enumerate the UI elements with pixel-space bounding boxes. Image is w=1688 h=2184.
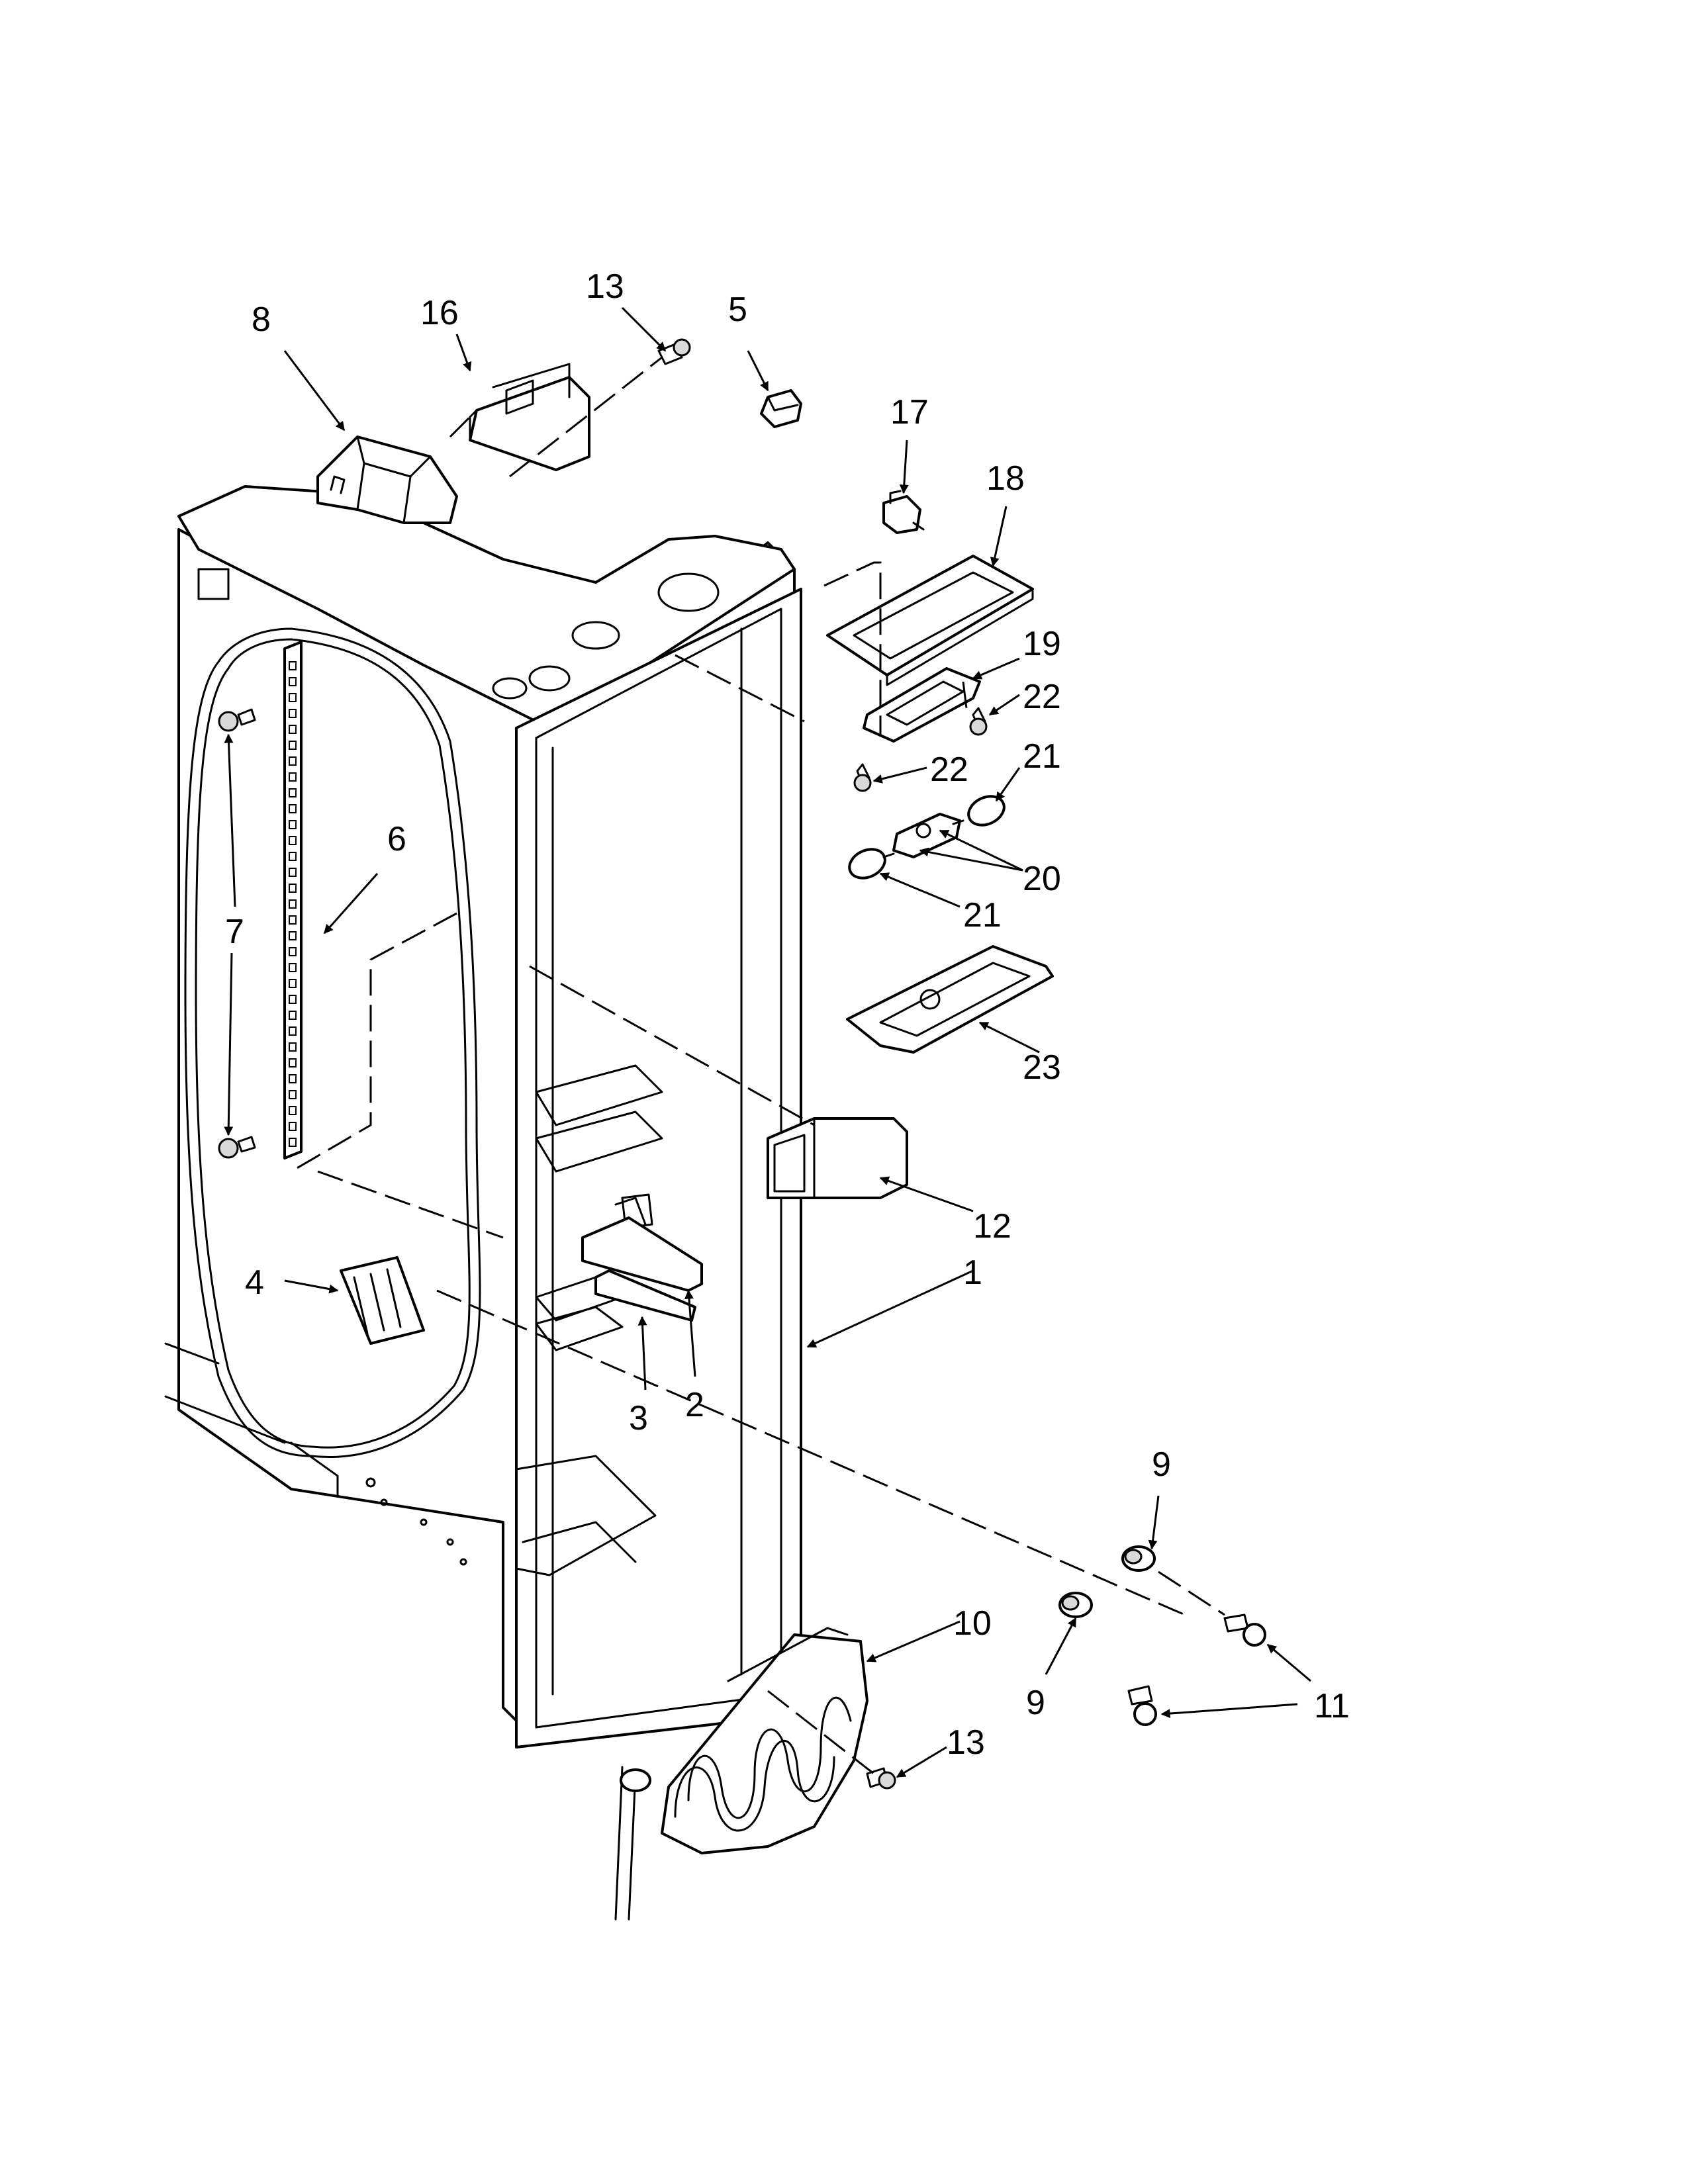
standard-slot [289, 1011, 297, 1020]
callout-23: 23 [1023, 1048, 1061, 1087]
standard-slot [289, 1058, 297, 1068]
shelf-standard [283, 641, 303, 1160]
standard-slot [289, 995, 297, 1004]
standard-slot [289, 693, 297, 702]
standard-slot [289, 1106, 297, 1115]
bracket [469, 363, 590, 471]
standard-slot [289, 1042, 297, 1052]
callout-10: 10 [953, 1604, 992, 1643]
standard-slot [289, 709, 297, 718]
callout-6: 6 [387, 820, 406, 858]
standard-slot [289, 979, 297, 988]
screw-7-lower [218, 1136, 256, 1159]
callout-20: 20 [1023, 860, 1061, 898]
callout-19: 19 [1023, 625, 1061, 663]
callout-4: 4 [245, 1263, 264, 1302]
light-cover [846, 945, 1054, 1054]
air-duct [767, 1117, 908, 1199]
bracket-3 [594, 1269, 696, 1322]
callout-leaders [224, 306, 1311, 1778]
standard-slot [289, 788, 297, 797]
standard-slot [289, 963, 297, 972]
callout-11: 11 [1314, 1687, 1350, 1725]
screw-22-left [853, 763, 872, 792]
callout-7: 7 [225, 913, 244, 951]
screw-13-bottom [866, 1767, 896, 1790]
standard-slot [289, 820, 297, 829]
callout-labels: 1 2 3 4 5 6 7 8 9 9 10 11 12 13 13 16 17… [225, 267, 1350, 1762]
standard-slot [289, 725, 297, 734]
standard-slot [289, 804, 297, 813]
light-housing [826, 555, 1034, 686]
standard-slot [289, 852, 297, 861]
callout-17: 17 [890, 393, 929, 432]
lamp-socket [892, 813, 961, 858]
cap-9-upper [1121, 1545, 1156, 1572]
bulb-right [952, 795, 1006, 827]
callout-3: 3 [629, 1399, 648, 1437]
standard-slot [289, 915, 297, 925]
standard-slot [289, 931, 297, 940]
standard-slot [289, 1026, 297, 1036]
callout-22-lower: 22 [930, 751, 968, 789]
standard-slot [289, 947, 297, 956]
standard-slot [289, 1090, 297, 1099]
screw-7-upper [218, 708, 256, 732]
bulb-left [848, 848, 895, 880]
light-lens [863, 667, 981, 743]
callout-1: 1 [963, 1253, 982, 1292]
grille [340, 1256, 425, 1345]
callout-21-upper: 21 [1023, 737, 1061, 776]
callout-2: 2 [685, 1386, 704, 1424]
standard-slot [289, 899, 297, 909]
screw-13-top [657, 338, 691, 365]
standard-slot [289, 661, 297, 670]
clip [760, 389, 802, 428]
assembly-lines [291, 356, 1225, 1775]
callout-8: 8 [252, 300, 271, 339]
fastener-11-upper [1223, 1614, 1266, 1647]
cabinet-liner [164, 485, 802, 1749]
callout-5: 5 [728, 291, 747, 329]
standard-slot [289, 836, 297, 845]
standard-slot [289, 677, 297, 686]
heater-coil [614, 1627, 868, 1921]
standard-slot [289, 868, 297, 877]
bracket-2 [581, 1197, 703, 1292]
cap-9-lower [1058, 1592, 1093, 1618]
standard-slot [289, 1122, 297, 1131]
callout-9-lower: 9 [1026, 1684, 1045, 1722]
callout-9-upper: 9 [1152, 1445, 1171, 1484]
callout-13-top: 13 [586, 267, 624, 306]
standard-slot [289, 884, 297, 893]
standard-slot [289, 772, 297, 782]
screw-22-right [969, 707, 988, 736]
standard-slot [289, 1138, 297, 1147]
standard-slot [289, 756, 297, 766]
callout-13-bottom: 13 [947, 1723, 985, 1762]
standard-slot [289, 1074, 297, 1083]
callout-18: 18 [986, 459, 1025, 498]
callout-12: 12 [973, 1207, 1011, 1246]
control-housing [316, 435, 458, 524]
standard-slot [289, 741, 297, 750]
callout-21-lower: 21 [963, 896, 1002, 934]
fastener-11-lower [1127, 1685, 1157, 1726]
switch [882, 490, 925, 534]
callout-22-upper: 22 [1023, 678, 1061, 716]
callout-16: 16 [420, 294, 459, 332]
